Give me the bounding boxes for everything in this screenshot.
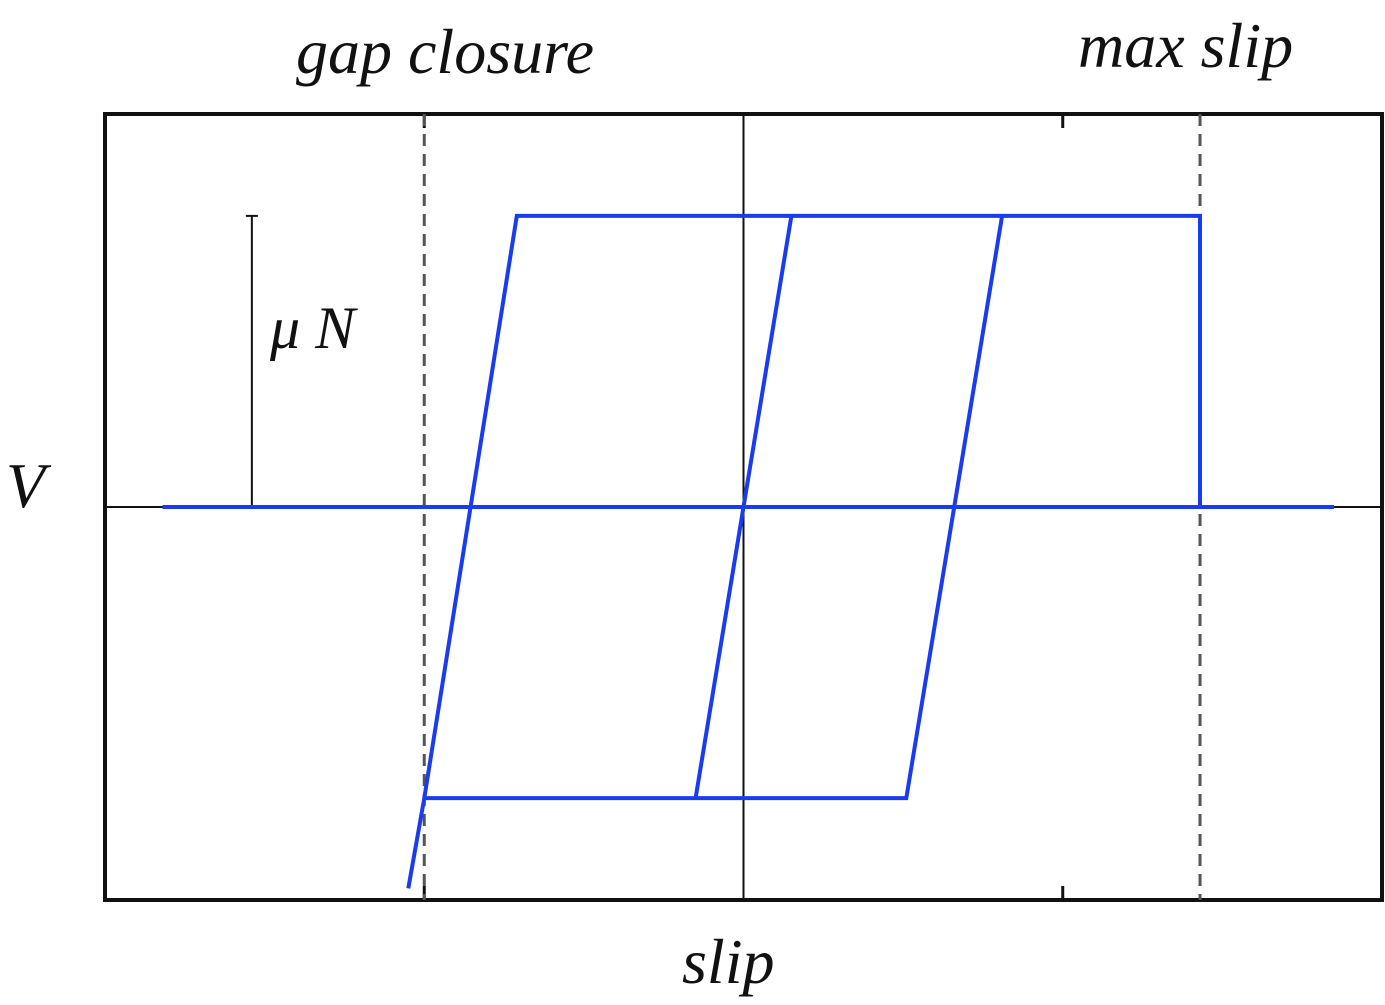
x-axis-label: slip [682,926,775,997]
series-line-0 [162,213,1202,889]
y-axis-label: V [6,450,46,521]
max-slip-label: max slip [1078,10,1294,81]
gap-closure-label: gap closure [296,16,595,87]
friction-limit-label: μ N [270,295,356,361]
